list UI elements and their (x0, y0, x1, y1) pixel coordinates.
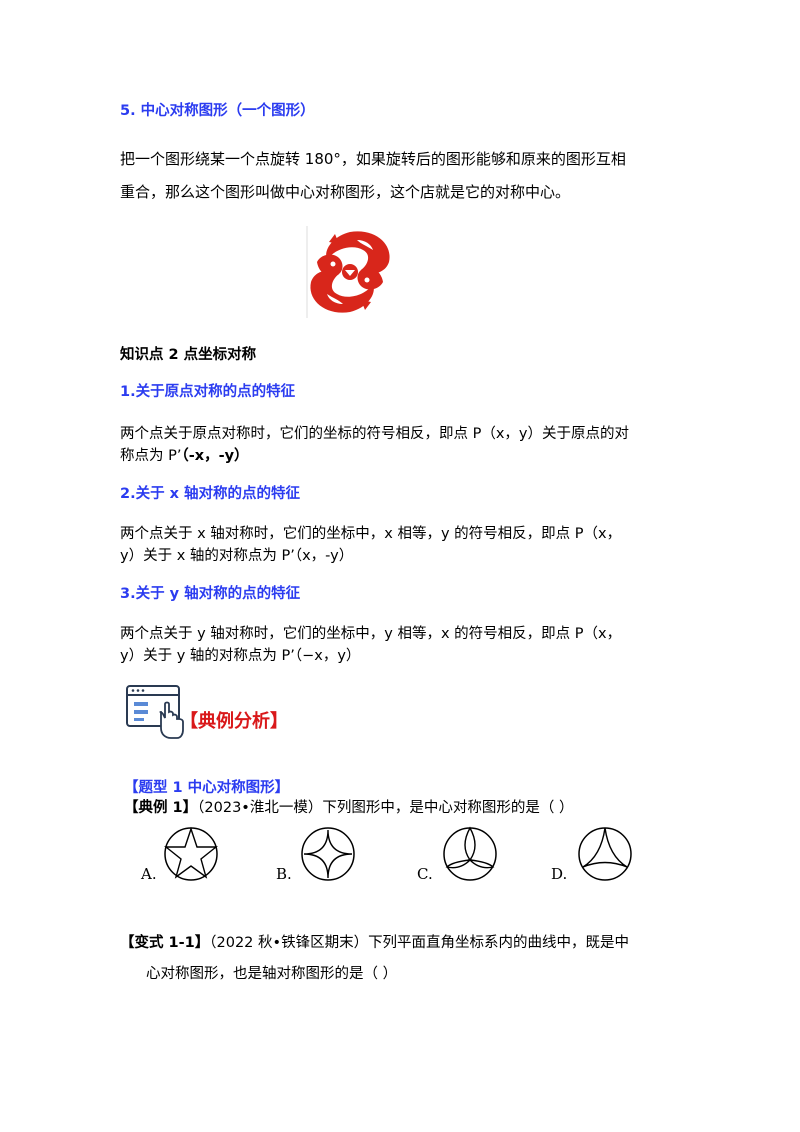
curved-triangle-in-circle-icon[interactable] (577, 826, 633, 886)
variant-text: （2022 秋•铁锋区期末）下列平面直角坐标系内的曲线中，既是中 (209, 935, 630, 951)
option-d-label[interactable]: D. (551, 865, 568, 883)
paragraph-line: 两个点关于 y 轴对称时，它们的坐标中，y 相等，x 的符号相反，即点 P（x， (120, 626, 622, 642)
paragraph-line: 称点为 P’（-x，-y） (120, 444, 249, 465)
knowledge-point-title: 知识点 2 点坐标对称 (120, 347, 257, 363)
paragraph-line: y）关于 x 轴的对称点为 P’（x，-y） (120, 548, 354, 564)
three-arc-in-circle-icon[interactable] (442, 826, 498, 886)
subheading: 2.关于 x 轴对称的点的特征 (120, 486, 301, 502)
subheading: 3.关于 y 轴对称的点的特征 (120, 586, 301, 602)
variant-question-line: 心对称图形，也是轴对称图形的是（ ） (146, 966, 398, 982)
example-question: 【典例 1】（2023•淮北一模）下列图形中，是中心对称图形的是（ ） (124, 796, 573, 817)
coordinate-bold: （-x，-y） (181, 448, 249, 464)
paragraph-line: 两个点关于原点对称时，它们的坐标的符号相反，即点 P（x，y）关于原点的对 (120, 426, 630, 442)
browser-click-icon (125, 684, 185, 740)
paragraph-line: 把一个图形绕某一个点旋转 180°，如果旋转后的图形能够和原来的图形互相 (120, 150, 626, 168)
variant-label: 【变式 1-1】 (120, 935, 210, 951)
example-label: 【典例 1】 (124, 800, 198, 816)
star-in-circle-icon[interactable] (163, 826, 219, 886)
paragraph-line: 重合，那么这个图形叫做中心对称图形，这个店就是它的对称中心。 (120, 183, 571, 201)
subheading: 1.关于原点对称的点的特征 (120, 384, 296, 400)
paper-cut-fish-icon (305, 226, 395, 318)
banner-title: 【典例分析】 (180, 711, 288, 732)
option-a-label[interactable]: A. (141, 865, 157, 883)
option-b-label[interactable]: B. (276, 865, 292, 883)
paragraph-line: 两个点关于 x 轴对称时，它们的坐标中，x 相等，y 的符号相反，即点 P（x， (120, 526, 622, 542)
topic-title: 【题型 1 中心对称图形】 (124, 780, 290, 796)
four-arc-star-in-circle-icon[interactable] (300, 826, 356, 886)
variant-question-line: 【变式 1-1】（2022 秋•铁锋区期末）下列平面直角坐标系内的曲线中，既是中 (120, 931, 629, 952)
section-heading: 5. 中心对称图形（一个图形） (120, 103, 315, 119)
paragraph-text: 称点为 P’ (120, 448, 182, 464)
example-text: （2023•淮北一模）下列图形中，是中心对称图形的是（ ） (197, 800, 574, 816)
paragraph-line: y）关于 y 轴的对称点为 P’（−x，y） (120, 648, 361, 664)
option-c-label[interactable]: C. (417, 865, 433, 883)
